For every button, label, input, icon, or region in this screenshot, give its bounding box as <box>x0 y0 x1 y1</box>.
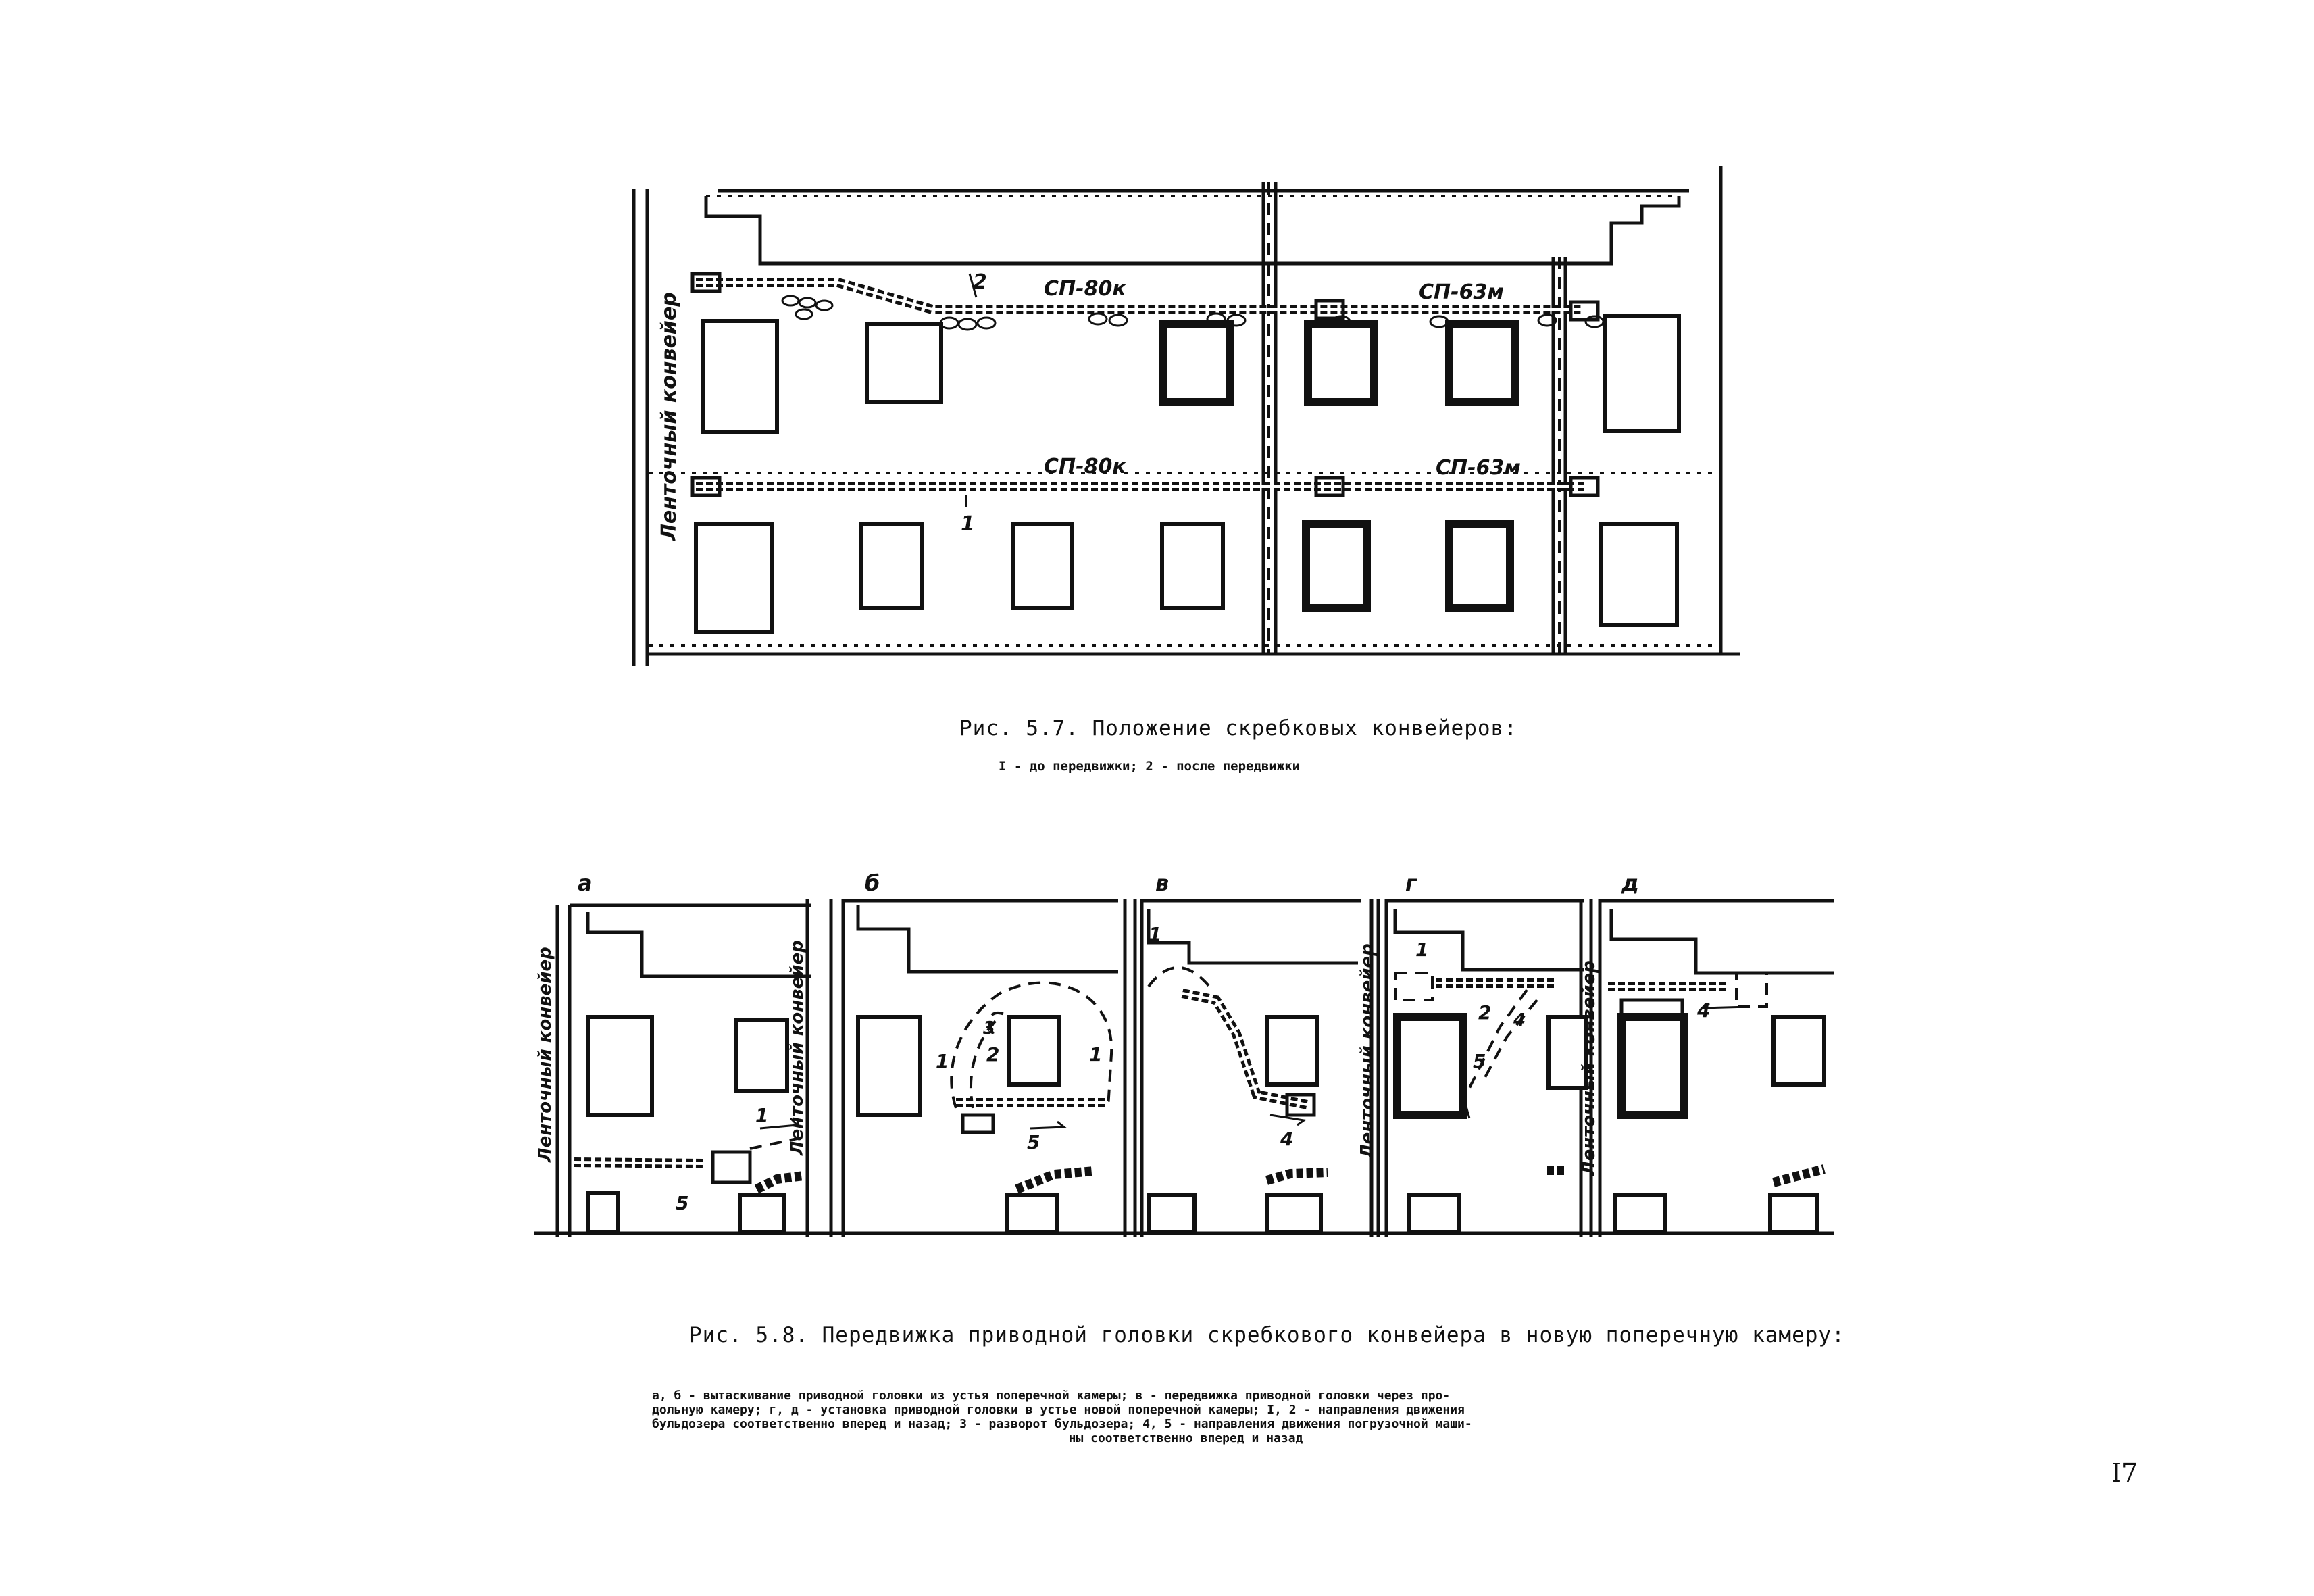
fig-5-8-drawing <box>534 899 1834 1237</box>
fig58-belt-label-g: Ленточный конвейер <box>1357 943 1378 1159</box>
fig57-lower-label-a: СП-80к <box>1044 455 1126 478</box>
fig58-panel-d: д <box>1621 870 1639 896</box>
fig58-num-d4: 4 <box>1696 999 1710 1022</box>
fig58-note-line: а, б - вытаскивание приводной головки из… <box>652 1389 1451 1403</box>
fig58-note-line: бульдозера соответственно вперед и назад… <box>652 1417 1472 1431</box>
fig58-notes: а, б - вытаскивание приводной головки из… <box>652 1389 1719 1445</box>
fig58-panel-a: а <box>578 870 593 896</box>
fig58-num-v4: 4 <box>1280 1128 1293 1150</box>
fig58-panel-b: б <box>865 870 880 896</box>
fig58-num-a1: 1 <box>755 1104 768 1126</box>
fig58-num-b2: 2 <box>986 1043 999 1066</box>
fig57-caption: Рис. 5.7. Положение скребковых конвейеро… <box>959 716 1517 741</box>
fig58-panel-g: г <box>1405 870 1417 896</box>
fig57-upper-label-a: СП-80к <box>1044 277 1126 301</box>
fig-5-7-drawing <box>632 166 1740 666</box>
fig58-num-b3: 3 <box>983 1018 995 1039</box>
fig58-caption: Рис. 5.8. Передвижка приводной головки с… <box>689 1323 1845 1347</box>
fig57-marker-2: 2 <box>973 270 987 294</box>
fig58-num-g2: 2 <box>1478 1001 1491 1024</box>
fig58-panel-v: в <box>1155 870 1169 896</box>
fig58-num-v1: 1 <box>1149 923 1161 945</box>
fig58-num-a5: 5 <box>676 1192 688 1214</box>
fig58-num-g1: 1 <box>1415 939 1428 961</box>
fig58-note-line: ны соответственно вперед и назад <box>1068 1431 1303 1445</box>
fig58-num-b1r: 1 <box>1089 1043 1102 1066</box>
fig57-upper-label-b: СП-63м <box>1419 280 1504 304</box>
fig57-legend: I - до передвижки; 2 - после передвижки <box>999 759 1301 774</box>
page-number: I7 <box>2111 1458 2138 1488</box>
fig58-num-g4: 4 <box>1513 1010 1526 1030</box>
fig57-lower-label-b: СП-63м <box>1436 456 1521 480</box>
fig58-num-b5: 5 <box>1027 1131 1040 1153</box>
fig58-num-g5: 5 <box>1473 1050 1486 1072</box>
fig58-belt-label-d: Ленточный конвейер <box>1579 960 1599 1176</box>
fig57-marker-1: 1 <box>961 512 975 536</box>
fig58-num-b1l: 1 <box>936 1050 949 1072</box>
fig57-belt-label: Ленточный конвейер <box>657 292 681 541</box>
fig58-note-line: дольную камеру; г, д - установка приводн… <box>652 1403 1465 1417</box>
fig58-belt-label-a2: Ленточный конвейер <box>787 940 807 1156</box>
fig58-belt-label-a: Ленточный конвейер <box>535 947 555 1163</box>
